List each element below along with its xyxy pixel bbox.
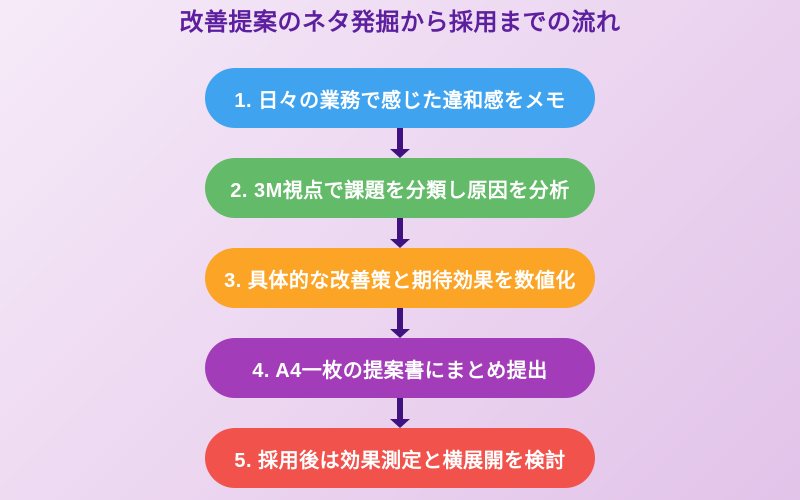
step-label: 1. 日々の業務で感じた違和感をメモ (234, 89, 566, 112)
arrow-stem (397, 308, 403, 329)
step-label: 5. 採用後は効果測定と横展開を検討 (234, 449, 566, 472)
arrow-head (390, 329, 410, 338)
down-arrow-icon (390, 128, 410, 158)
step-label: 3. 具体的な改善策と期待効果を数値化 (224, 269, 576, 292)
step-label: 4. A4一枚の提案書にまとめ提出 (252, 359, 548, 382)
down-arrow-icon (390, 308, 410, 338)
down-arrow-icon (390, 218, 410, 248)
arrow-stem (397, 218, 403, 239)
arrow-head (390, 149, 410, 158)
down-arrow-icon (390, 398, 410, 428)
step-box-1: 1. 日々の業務で感じた違和感をメモ (205, 68, 595, 128)
arrow-stem (397, 398, 403, 419)
arrow-head (390, 419, 410, 428)
step-box-2: 2. 3M視点で課題を分類し原因を分析 (205, 158, 595, 218)
arrow-head (390, 239, 410, 248)
step-box-4: 4. A4一枚の提案書にまとめ提出 (205, 338, 595, 398)
step-label: 2. 3M視点で課題を分類し原因を分析 (230, 179, 570, 202)
page-title: 改善提案のネタ発掘から採用までの流れ (179, 9, 621, 36)
flow-steps: 1. 日々の業務で感じた違和感をメモ 2. 3M視点で課題を分類し原因を分析 3… (205, 68, 595, 488)
arrow-stem (397, 128, 403, 149)
step-box-5: 5. 採用後は効果測定と横展開を検討 (205, 428, 595, 488)
step-box-3: 3. 具体的な改善策と期待効果を数値化 (205, 248, 595, 308)
